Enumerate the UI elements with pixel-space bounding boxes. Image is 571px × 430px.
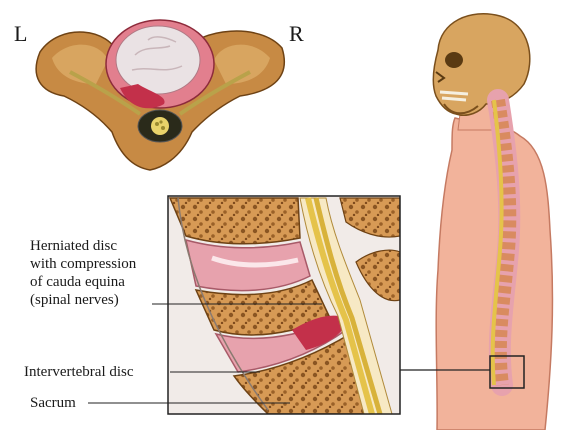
herniated-label-line-3: of cauda equina [30, 273, 180, 291]
axial-vertebra-view [36, 20, 284, 170]
herniated-label-line-2: with compression [30, 255, 180, 273]
herniated-label-line-1: Herniated disc [30, 237, 180, 255]
sagittal-inset [168, 196, 400, 414]
eye-socket [445, 52, 463, 68]
left-side-label: L [14, 23, 27, 45]
body-side-view [433, 14, 552, 430]
herniated-disc-label: Herniated disc with compression of cauda… [30, 237, 180, 309]
intervertebral-disc-label: Intervertebral disc [24, 363, 134, 381]
cauda-equina-cross-section [151, 117, 169, 135]
sacrum-label: Sacrum [30, 394, 76, 412]
herniated-label-line-4: (spinal nerves) [30, 291, 180, 309]
vertebra-upper [170, 198, 300, 244]
right-side-label: R [289, 23, 304, 45]
